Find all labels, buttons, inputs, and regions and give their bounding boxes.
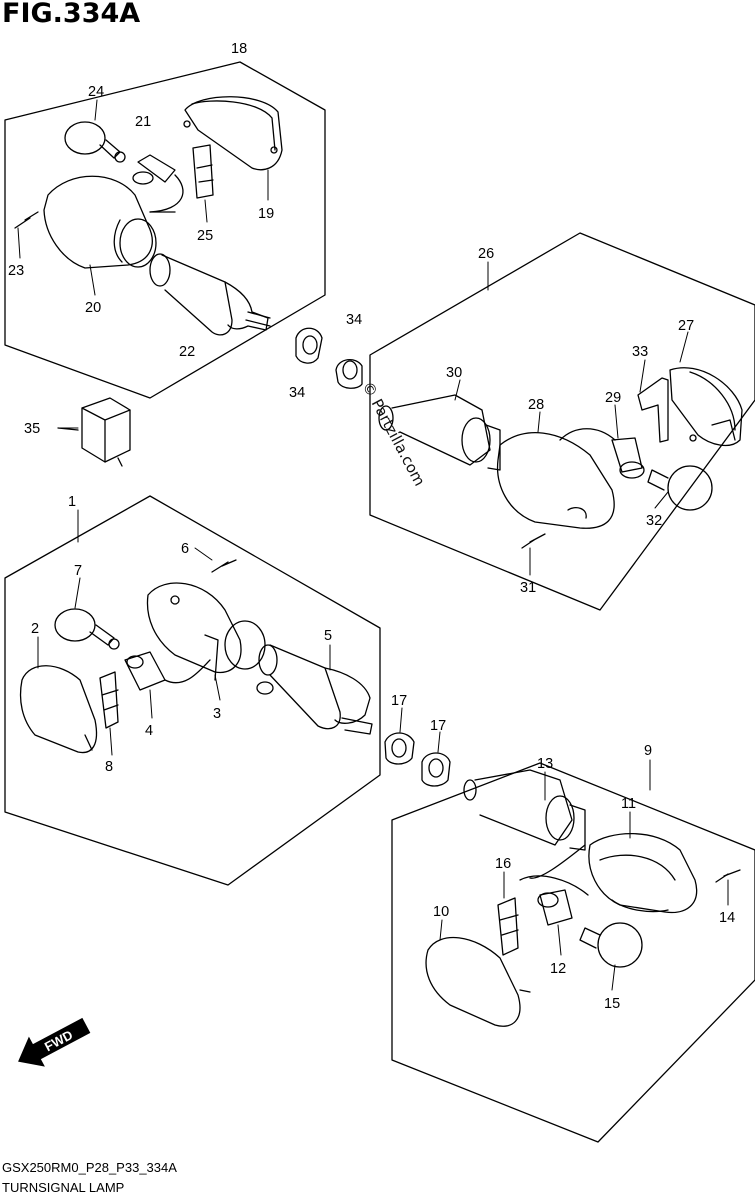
nut-17-right	[421, 752, 451, 787]
callout-22: 22	[179, 344, 195, 360]
figure-title: FIG.334A	[2, 0, 141, 29]
callout-9: 9	[644, 743, 652, 759]
nut-17-left	[384, 732, 415, 765]
callout-27: 27	[678, 318, 694, 334]
housing-28	[496, 428, 616, 529]
lens-10	[425, 936, 531, 1027]
callout-19: 19	[258, 206, 274, 222]
callout-4: 4	[145, 723, 153, 739]
callout-18: 18	[231, 41, 247, 57]
bulb-7	[54, 608, 120, 650]
relay-35	[57, 397, 131, 467]
callout-23: 23	[8, 263, 24, 279]
clip-25	[192, 144, 214, 199]
callout-2: 2	[31, 621, 39, 637]
figure-code: GSX250RM0_P28_P33_334A	[2, 1160, 177, 1175]
leader-lines	[17, 99, 729, 991]
socket-21	[132, 154, 184, 213]
screw-31	[521, 533, 546, 549]
lens-27	[669, 367, 743, 447]
callout-5: 5	[324, 628, 332, 644]
assembly-frame-18	[4, 61, 326, 399]
callout-24: 24	[88, 84, 104, 100]
callout-labels: 18 24 21 19 25 23 20 22 34 34 35 26 27 3…	[8, 41, 735, 1012]
callout-11: 11	[621, 796, 636, 812]
watermark: © Partzilla.com	[358, 378, 428, 489]
callout-20: 20	[85, 300, 101, 316]
callout-15: 15	[604, 996, 620, 1012]
callout-17: 17	[430, 718, 446, 734]
assembly-frame-9	[391, 762, 755, 1143]
callout-10: 10	[433, 904, 449, 920]
callout-6: 6	[181, 541, 189, 557]
callout-17: 17	[391, 693, 407, 709]
socket-12	[519, 875, 589, 926]
clip-33	[637, 377, 669, 443]
housing-3	[146, 582, 266, 681]
socket-29	[611, 437, 645, 479]
callout-25: 25	[197, 228, 213, 244]
callout-34: 34	[346, 312, 362, 328]
callout-28: 28	[528, 397, 544, 413]
housing-20	[43, 175, 176, 269]
fwd-label: FWD	[42, 1027, 75, 1054]
callout-26: 26	[478, 246, 494, 262]
assembly-frame-26	[369, 232, 755, 611]
stay-22	[149, 253, 271, 336]
callout-31: 31	[520, 580, 536, 596]
stay-30	[378, 394, 501, 471]
spacer-34-right	[335, 359, 363, 389]
callout-30: 30	[446, 365, 462, 381]
callout-33: 33	[632, 344, 648, 360]
callout-7: 7	[74, 563, 82, 579]
clip-8	[99, 671, 119, 729]
callout-29: 29	[605, 390, 621, 406]
screw-14	[715, 869, 741, 883]
callout-16: 16	[495, 856, 511, 872]
callout-34: 34	[289, 385, 305, 401]
lens-19	[183, 96, 283, 171]
callout-32: 32	[646, 513, 662, 529]
callout-21: 21	[135, 114, 151, 130]
figure-name: TURNSIGNAL LAMP	[2, 1180, 125, 1195]
callout-12: 12	[550, 961, 566, 977]
clip-16	[497, 897, 519, 956]
fwd-arrow: FWD	[18, 1017, 91, 1067]
assembly-frame-1	[4, 495, 381, 886]
lens-2	[19, 665, 98, 754]
bulb-24	[64, 121, 126, 163]
callout-35: 35	[24, 421, 40, 437]
callout-13: 13	[537, 756, 553, 772]
callout-1: 1	[68, 494, 76, 510]
spacer-34-left	[295, 327, 323, 364]
stay-13	[463, 769, 586, 851]
stay-5	[256, 644, 373, 735]
callout-3: 3	[213, 706, 221, 722]
bulb-15	[579, 922, 643, 968]
callout-8: 8	[105, 759, 113, 775]
fwd-arrow-shape	[18, 1017, 91, 1067]
bulb-32	[647, 465, 713, 511]
socket-4	[124, 651, 211, 691]
callout-14: 14	[719, 910, 735, 926]
screw-23	[14, 211, 39, 229]
screw-6	[211, 559, 237, 573]
